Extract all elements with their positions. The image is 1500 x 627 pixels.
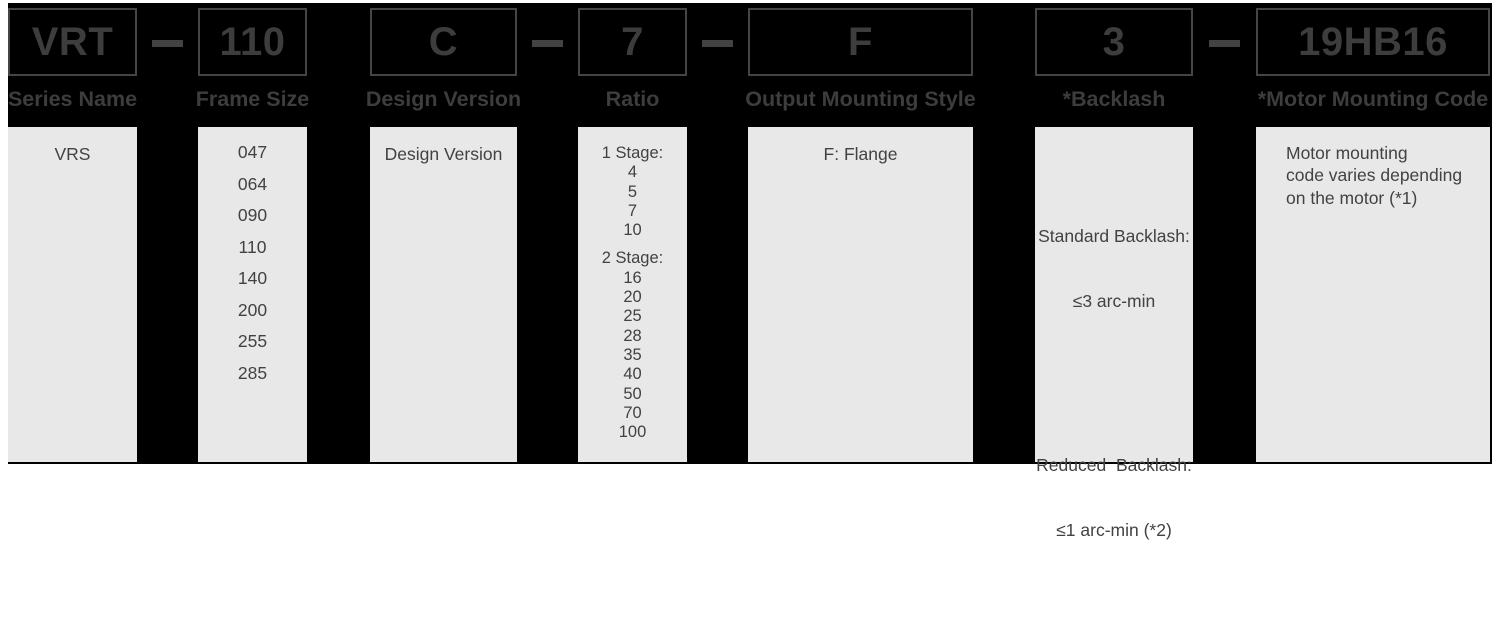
dash-separator (702, 40, 733, 47)
dash-separator (1209, 40, 1240, 47)
ratio-group-header: 1 Stage: (601, 144, 664, 162)
code-box-output-mounting: F (748, 8, 973, 76)
column-frame-size: 110 Frame Size 047 064 090 110 140 200 2… (195, 3, 310, 464)
motor-note-line: on the motor (*1) (1286, 187, 1418, 208)
backlash-standard-title: Standard Backlash: (1038, 226, 1190, 246)
label-motor-mounting-code: *Motor Mounting Code (1257, 87, 1489, 111)
ratio-option: 28 (623, 326, 642, 345)
ratio-group-header: 2 Stage: (601, 249, 664, 268)
code-box-frame-size: 110 (198, 8, 307, 76)
design-version-option: Design Version (384, 144, 503, 164)
label-ratio: Ratio (605, 87, 660, 111)
ratio-option: 70 (623, 403, 642, 422)
panel-output-mounting-options: F: Flange (748, 127, 973, 462)
panel-ratio-options: 1 Stage: 4 5 7 10 2 Stage: 16 20 25 28 3… (578, 127, 687, 462)
ratio-option: 100 (618, 423, 647, 442)
frame-size-option: 255 (237, 331, 268, 351)
column-backlash: 3 *Backlash Standard Backlash: ≤3 arc-mi… (1035, 3, 1193, 540)
code-box-backlash: 3 (1035, 8, 1193, 76)
code-box-design-version: C (370, 8, 517, 76)
frame-size-option: 285 (237, 362, 268, 383)
column-series-name: VRT Series Name VRS (8, 3, 137, 464)
code-box-ratio: 7 (578, 8, 687, 76)
output-mounting-option: F: Flange (823, 144, 898, 164)
dash-separator (532, 40, 563, 47)
frame-size-option: 090 (237, 205, 268, 225)
label-backlash: *Backlash (1062, 87, 1166, 111)
frame-size-option: 200 (237, 299, 268, 320)
frame-size-option: 110 (238, 236, 267, 257)
series-option: VRS (54, 144, 91, 164)
code-text-output-mounting: F (848, 19, 873, 64)
label-output-mounting-style: Output Mounting Style (745, 87, 976, 111)
ratio-option: 25 (623, 307, 642, 326)
panel-design-version: Design Version (370, 127, 517, 462)
backlash-standard-block: Standard Backlash: ≤3 arc-min (1035, 183, 1193, 355)
ratio-option: 4 (627, 163, 638, 182)
column-design-version: C Design Version Design Version (366, 3, 521, 464)
code-text-design-version: C (428, 19, 459, 64)
frame-size-option: 047 (237, 142, 268, 162)
motor-note-line: code varies depending (1286, 165, 1463, 186)
ratio-option: 5 (627, 182, 638, 201)
nomenclature-diagram: VRT Series Name VRS 110 Frame Size 047 0… (8, 3, 1492, 540)
ratio-option: 7 (627, 201, 638, 220)
column-ratio: 7 Ratio 1 Stage: 4 5 7 10 2 Stage: 16 20… (578, 3, 687, 464)
frame-size-option: 064 (237, 173, 268, 194)
code-text-backlash: 3 (1102, 19, 1126, 64)
column-motor-mounting-code: 19HB16 *Motor Mounting Code Motor mounti… (1256, 3, 1490, 464)
code-text-ratio: 7 (621, 19, 644, 64)
code-text-series: VRT (31, 19, 114, 64)
backlash-reduced-title: Reduced Backlash: (1036, 455, 1192, 475)
column-output-mounting-style: F Output Mounting Style F: Flange (745, 3, 976, 464)
panel-motor-mounting-note: Motor mounting code varies depending on … (1256, 127, 1490, 462)
panel-series-options: VRS (8, 127, 137, 462)
ratio-option: 35 (623, 345, 642, 364)
ratio-group-1-stage: 1 Stage: 4 5 7 10 (578, 144, 687, 240)
ratio-option: 40 (623, 365, 642, 384)
motor-note-line: Motor mounting (1286, 143, 1408, 163)
ratio-option: 10 (623, 221, 642, 240)
ratio-option: 50 (623, 384, 642, 403)
dash-separator (152, 40, 183, 47)
backlash-standard-value: ≤3 arc-min (1072, 290, 1156, 311)
label-frame-size: Frame Size (195, 87, 310, 111)
ratio-option: 16 (623, 268, 642, 287)
frame-size-option: 140 (237, 268, 268, 288)
label-design-version: Design Version (365, 87, 522, 111)
code-text-frame-size: 110 (219, 19, 286, 64)
code-box-series: VRT (8, 8, 137, 76)
code-text-motor-mounting: 19HB16 (1298, 19, 1448, 64)
backlash-reduced-value: ≤1 arc-min (*2) (1056, 519, 1172, 540)
panel-backlash-options: Standard Backlash: ≤3 arc-min Reduced Ba… (1035, 127, 1193, 540)
ratio-option: 20 (623, 288, 642, 307)
label-series-name: Series Name (7, 87, 138, 111)
backlash-reduced-block: Reduced Backlash: ≤1 arc-min (*2) (1035, 412, 1193, 584)
panel-frame-size-options: 047 064 090 110 140 200 255 285 (198, 127, 307, 462)
code-box-motor-mounting: 19HB16 (1256, 8, 1490, 76)
ratio-group-2-stage: 2 Stage: 16 20 25 28 35 40 50 70 100 (578, 249, 687, 442)
